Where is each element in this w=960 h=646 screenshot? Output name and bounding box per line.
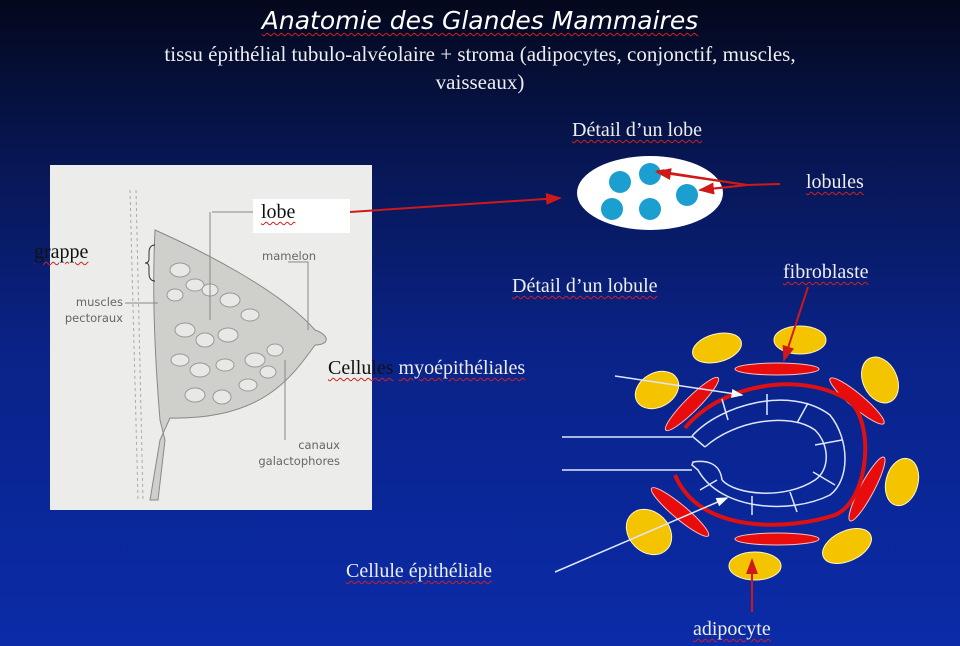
lobe-arrow (349, 192, 562, 213)
lobe-detail-diagram (349, 156, 781, 230)
canaux-label-line2: galactophores (258, 454, 340, 468)
fibroblast-arrow (782, 286, 809, 362)
lobe-detail-title: Détail d’un lobe (572, 119, 702, 141)
lobe-label: lobe (261, 201, 296, 223)
myoepithelial-label-part1: Cellules (328, 357, 394, 379)
canaux-label-line1: canaux (298, 438, 340, 452)
epithelial-label: Cellule épithéliale (346, 560, 493, 582)
slide-subtitle-line1: tissu épithélial tubulo-alvéolaire + str… (164, 42, 796, 66)
lobule-detail-title: Détail d’un lobule (512, 275, 658, 297)
grappe-label: grappe (34, 241, 89, 263)
adipocyte-label: adipocyte (693, 618, 771, 640)
lobe-label-box: lobe (253, 199, 350, 233)
muscles-label-line2: pectoraux (64, 311, 123, 325)
myoepithelial-label-part2: myoépithéliales (398, 357, 526, 379)
muscles-label-line1: muscles (75, 295, 123, 309)
mamelon-label: mamelon (262, 249, 317, 263)
lobule-dots (601, 163, 698, 220)
slide-title: Anatomie des Glandes Mammaires (261, 6, 699, 35)
myoepithelial-arrow (614, 375, 744, 398)
adipocytes (625, 325, 920, 581)
myoepithelial-label: Cellules myoépithéliales (328, 357, 525, 380)
lobule-detail-diagram (554, 286, 920, 612)
epithelium (562, 394, 846, 515)
slide-subtitle-line2: vaisseaux) (435, 70, 525, 94)
lobe-clusters (166, 262, 284, 405)
epithelial-arrow (554, 497, 729, 573)
lobules-label: lobules (806, 171, 864, 193)
breast-drawing (125, 189, 327, 501)
fibroblasts (650, 362, 886, 546)
fibroblaste-label: fibroblaste (783, 261, 869, 283)
basement-membrane (673, 382, 868, 527)
